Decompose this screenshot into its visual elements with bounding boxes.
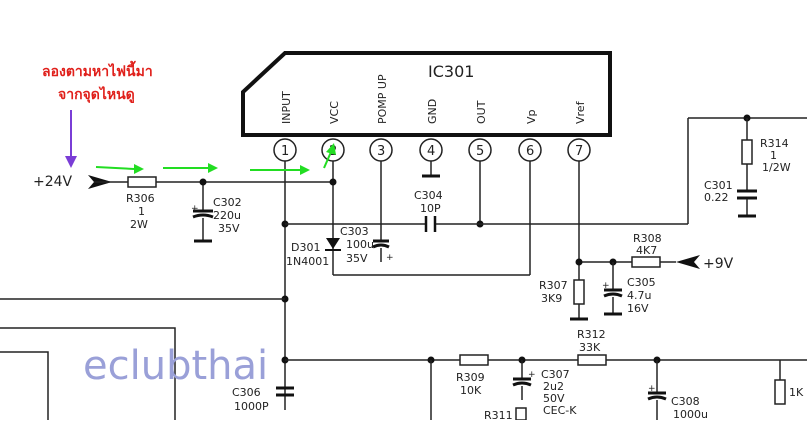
supply-24v-label: +24V	[33, 174, 73, 190]
r307-resistor	[570, 279, 588, 321]
r309-val: 10K	[460, 384, 482, 397]
ic-name: IC301	[428, 62, 474, 81]
c307-extra2: CEC-K	[543, 404, 577, 417]
annotation-line-1: ลองตามหาไฟนี้มา	[42, 60, 153, 80]
c306-val: 1000P	[234, 400, 269, 413]
c305-extra: 16V	[627, 302, 649, 315]
ic-pin-labels: INPUT VCC POMP UP GND OUT Vp Vref	[280, 74, 587, 124]
left-board-outline	[0, 298, 285, 420]
c307-extra: 50V	[543, 392, 565, 405]
pin-label-1: INPUT	[280, 91, 293, 124]
c305-ref: C305	[627, 276, 656, 289]
r308-ref: R308	[633, 232, 662, 245]
r312-ref: R312	[577, 328, 606, 341]
pin-num-7: 7	[575, 144, 583, 159]
r306-val: 1	[138, 205, 145, 218]
r314-resistor	[741, 114, 753, 190]
svg-text:+: +	[528, 370, 536, 380]
junction-dot	[199, 178, 207, 186]
c302-extra: 35V	[218, 222, 240, 235]
svg-text:+: +	[648, 384, 656, 394]
pin-num-1: 1	[281, 144, 289, 159]
c307-capacitor: +	[512, 370, 536, 400]
c305-capacitor: +	[602, 262, 623, 316]
c304-ref: C304	[414, 189, 443, 202]
pin-label-2: VCC	[328, 101, 341, 124]
annotation-line-2: จากจุดไหนดู	[58, 85, 135, 103]
watermark-text: eclubthai	[83, 343, 268, 389]
c306-ref: C306	[232, 386, 261, 399]
c308-capacitor: +	[647, 384, 667, 420]
c301-capacitor	[737, 189, 757, 218]
c301-ref: C301	[704, 179, 733, 192]
c302-val: 220u	[213, 209, 241, 222]
r311-body	[515, 407, 527, 421]
pin-label-5: OUT	[475, 100, 488, 124]
c303-capacitor: +	[372, 239, 394, 263]
main-supply-wires	[94, 161, 580, 410]
c303-extra: 35V	[346, 252, 368, 265]
c308-ref: C308	[671, 395, 700, 408]
ic301-body: IC301	[241, 51, 612, 137]
c305-val: 4.7u	[627, 289, 651, 302]
r307-val: 3K9	[541, 292, 562, 305]
purple-pointer-arrow	[65, 110, 77, 168]
pin-num-4: 4	[427, 144, 435, 159]
c304-capacitor	[285, 117, 807, 232]
c302-ref: C302	[213, 196, 242, 209]
svg-text:+: +	[602, 281, 610, 291]
d301-diode	[325, 238, 341, 251]
r314-ref: R314	[760, 137, 789, 150]
c303-ref: C303	[340, 225, 369, 238]
pin-label-3: POMP UP	[376, 74, 389, 124]
r309-ref: R309	[456, 371, 485, 384]
svg-text:+: +	[386, 253, 394, 263]
pin-label-7: Vref	[574, 100, 587, 124]
c307-ref: C307	[541, 368, 570, 381]
supply-9v-label: +9V	[703, 256, 734, 272]
r311-ref: R311	[484, 409, 513, 420]
r314-val: 1	[770, 149, 777, 162]
r306-body	[127, 176, 157, 188]
c307-val: 2u2	[543, 380, 564, 393]
r306-ref: R306	[126, 192, 155, 205]
c301-val: 0.22	[704, 191, 729, 204]
pin-num-3: 3	[377, 144, 385, 159]
c303-val: 100u	[346, 238, 374, 251]
ic-pin-circles: 1 2 3 4 5 6 7	[273, 138, 591, 162]
c302-capacitor: +	[191, 182, 214, 243]
pin-num-6: 6	[526, 144, 534, 159]
green-flow-arrows	[95, 143, 336, 175]
pin-label-4: GND	[426, 99, 439, 124]
d301-val: 1N4001	[286, 255, 329, 268]
d301-ref: D301	[291, 241, 320, 254]
r308-branch	[575, 255, 700, 269]
r314-extra: 1/2W	[762, 161, 791, 174]
r306-extra: 2W	[130, 218, 148, 231]
pin-label-6: Vp	[525, 109, 538, 124]
pin-num-5: 5	[476, 144, 484, 159]
c308-val: 1000u	[673, 408, 708, 420]
edge-val: 1K	[789, 386, 804, 399]
junction-dot	[329, 178, 337, 186]
bottom-bus	[285, 354, 807, 420]
input-arrow-9v	[676, 255, 700, 269]
c306-capacitor	[276, 386, 294, 397]
c304-val: 10P	[420, 202, 441, 215]
svg-text:+: +	[191, 204, 199, 214]
r307-ref: R307	[539, 279, 568, 292]
r308-val: 4K7	[636, 244, 657, 257]
r312-val: 33K	[579, 341, 601, 354]
